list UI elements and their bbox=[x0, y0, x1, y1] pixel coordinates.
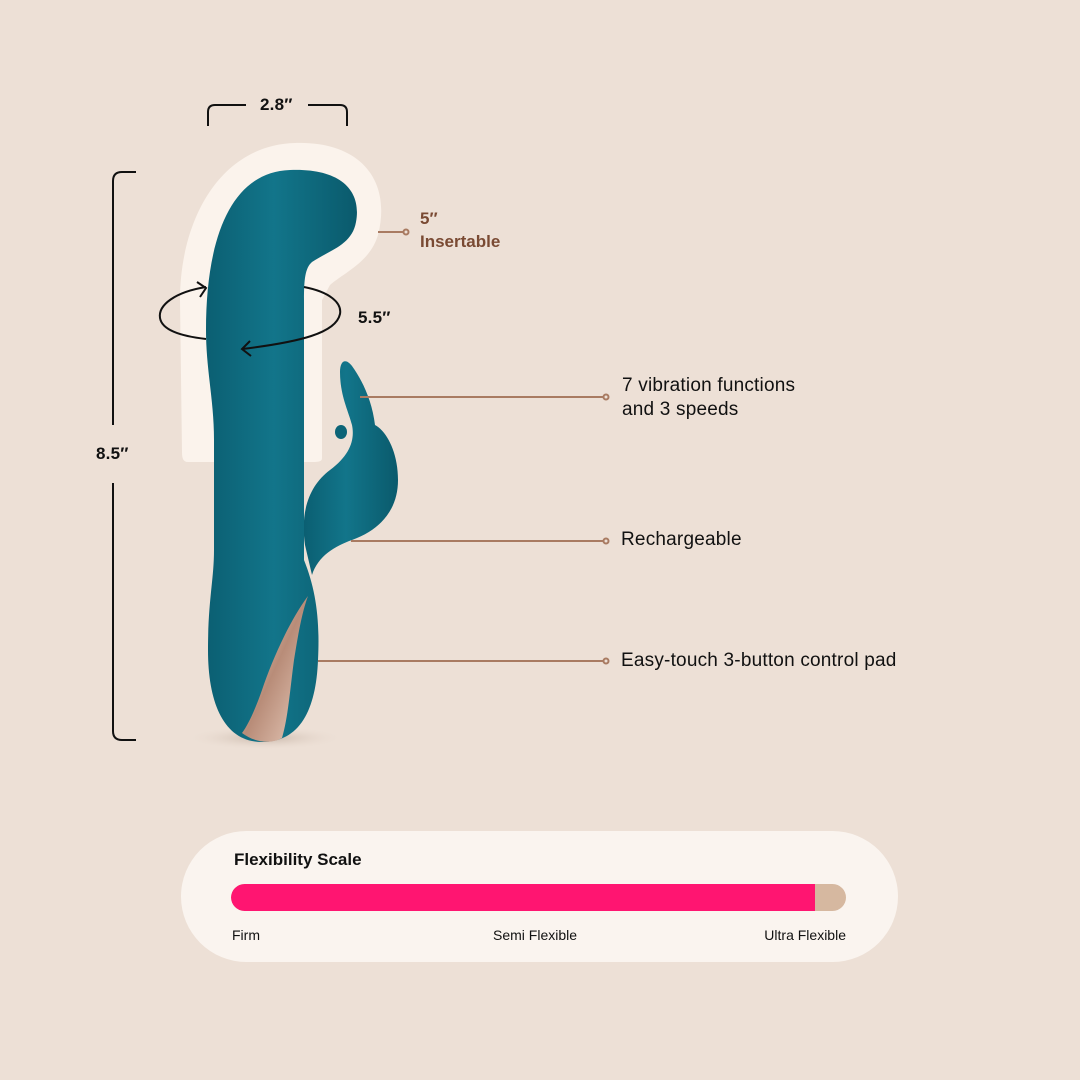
leader-dot-icon bbox=[402, 228, 410, 236]
leader-lines bbox=[318, 228, 610, 665]
width-bracket bbox=[207, 104, 348, 126]
width-dimension: 2.8″ bbox=[260, 95, 293, 114]
circumference-dimension: 5.5″ bbox=[358, 308, 391, 327]
flexibility-scale-card: Flexibility Scale Firm Semi Flexible Ult… bbox=[181, 831, 898, 962]
flexibility-scale-fill bbox=[231, 884, 816, 911]
leader-dot-icon bbox=[602, 393, 610, 401]
insertable-label: Insertable bbox=[420, 232, 501, 251]
height-bracket bbox=[112, 171, 136, 741]
feature-text: 7 vibration functions bbox=[622, 375, 796, 396]
length-dimension: 8.5″ bbox=[96, 444, 129, 463]
insertable-callout: 5″ Insertable bbox=[420, 207, 500, 253]
rabbit-arm bbox=[303, 361, 398, 575]
leader-dot-icon bbox=[602, 537, 610, 545]
scale-label-firm: Firm bbox=[232, 927, 260, 943]
scale-label-ultra-flexible: Ultra Flexible bbox=[764, 927, 846, 943]
feature-rechargeable: Rechargeable bbox=[621, 529, 742, 550]
scale-label-semi-flexible: Semi Flexible bbox=[493, 927, 578, 943]
product-shaft bbox=[206, 169, 357, 742]
insertable-value: 5″ bbox=[420, 209, 438, 228]
feature-control-pad: Easy-touch 3-button control pad bbox=[621, 650, 897, 671]
circular-arrow-icon bbox=[158, 281, 342, 357]
flexibility-scale-track bbox=[231, 884, 846, 911]
metal-accent bbox=[242, 596, 308, 742]
feature-text: and 3 speeds bbox=[622, 399, 739, 420]
flexibility-scale-title: Flexibility Scale bbox=[234, 850, 362, 869]
leader-dot-icon bbox=[602, 657, 610, 665]
feature-vibration: 7 vibration functions and 3 speeds bbox=[622, 374, 795, 422]
